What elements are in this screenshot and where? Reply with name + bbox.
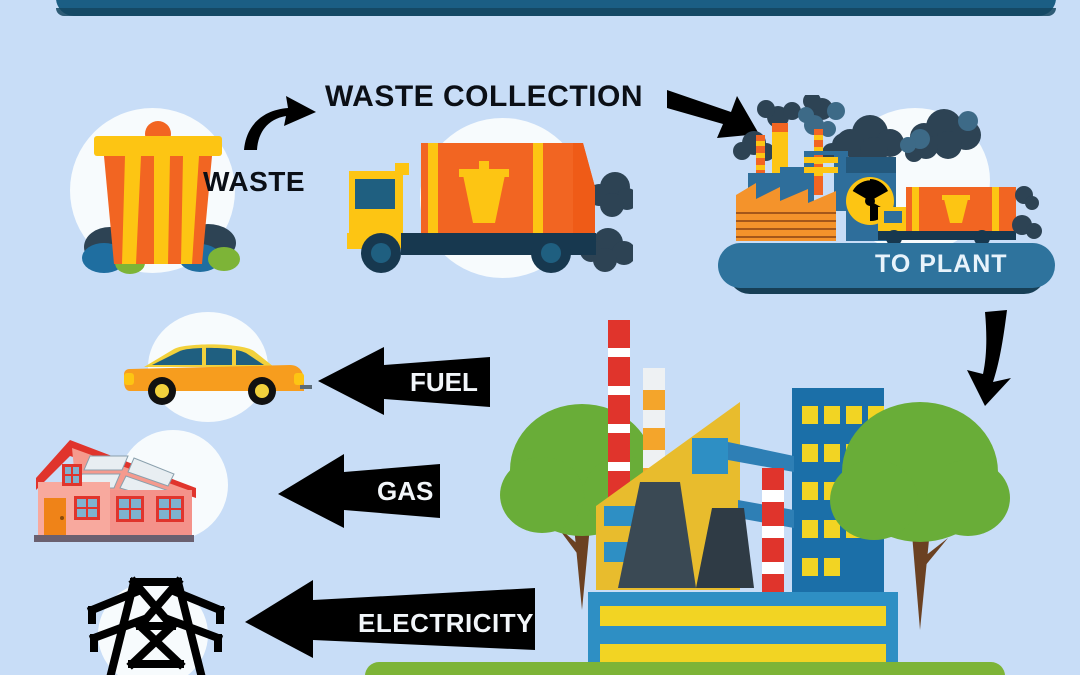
factory-plant-icon — [718, 95, 1058, 265]
house-icon — [24, 432, 224, 547]
waste-collection-label: WASTE COLLECTION — [325, 80, 643, 113]
to-plant-label: TO PLANT — [875, 250, 1008, 278]
fuel-arrow — [318, 345, 490, 415]
car-icon — [122, 337, 312, 407]
waste-label: WASTE — [203, 166, 306, 197]
gas-label: GAS — [377, 476, 434, 506]
tree-right — [830, 402, 1010, 630]
fuel-label: FUEL — [410, 367, 478, 397]
down-right-arrow-icon — [665, 84, 765, 146]
electricity-arrow — [245, 578, 535, 658]
bottom-green-bar — [365, 662, 1005, 675]
electricity-label: ELECTRICITY — [358, 608, 534, 638]
curved-up-right-arrow-icon — [240, 92, 320, 154]
gas-arrow — [278, 450, 440, 530]
to-plant-pill — [718, 243, 1055, 288]
curved-down-arrow-icon — [955, 308, 1035, 408]
power-pylon-icon — [76, 568, 236, 675]
top-header-bar-shadow — [56, 8, 1056, 16]
power-plant-icon — [500, 310, 1020, 675]
garbage-truck-icon — [333, 125, 633, 285]
trash-bin-icon — [68, 112, 248, 277]
